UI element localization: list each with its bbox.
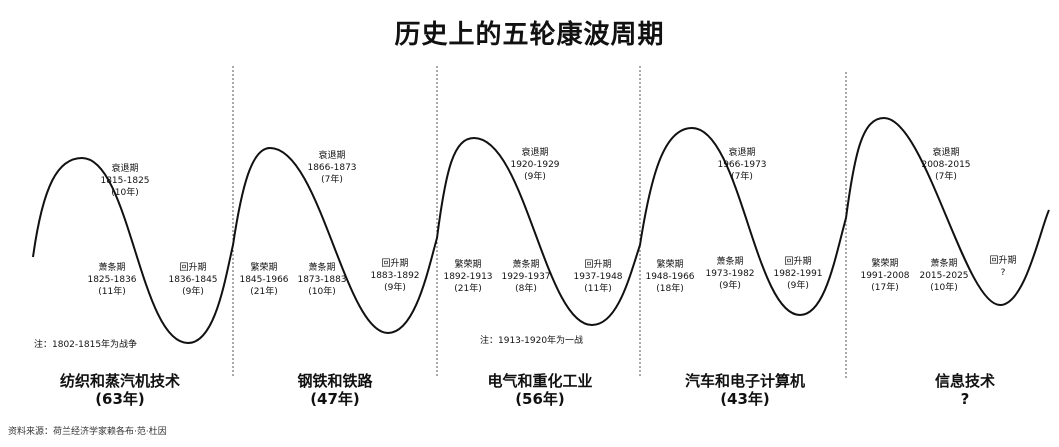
phase-length: (11年)	[584, 284, 612, 294]
phase-length: (17年)	[871, 283, 899, 293]
cycle-duration: (43年)	[720, 390, 770, 408]
phase-length: (11年)	[98, 287, 126, 297]
phase-length: (9年)	[182, 287, 204, 297]
phase-name: 回升期	[381, 259, 409, 269]
phase-name: 衰退期	[932, 148, 960, 158]
phase-label-prosperity: 繁荣期 1845-1966 (21年)	[234, 262, 294, 298]
phase-years: 1937-1948	[573, 272, 623, 282]
phase-name: 萧条期	[98, 263, 126, 273]
phase-length: (9年)	[524, 172, 546, 182]
phase-name: 繁荣期	[250, 263, 278, 273]
phase-length: (9年)	[719, 281, 741, 291]
phase-label-depression: 萧条期 2015-2025 (10年)	[912, 258, 976, 294]
phase-length: (21年)	[454, 284, 482, 294]
phase-label-recession: 衰退期 2008-2015 (7年)	[906, 147, 986, 183]
phase-label-prosperity: 繁荣期 1948-1966 (18年)	[640, 259, 700, 295]
phase-label-prosperity: 繁荣期 1892-1913 (21年)	[437, 259, 499, 295]
phase-name: 繁荣期	[454, 260, 482, 270]
cycle-duration: (47年)	[310, 390, 360, 408]
phase-years: 1991-2008	[860, 271, 910, 281]
phase-name: 回升期	[179, 263, 207, 273]
phase-years: 1866-1873	[307, 163, 357, 173]
phase-length: (9年)	[787, 281, 809, 291]
phase-label-depression: 萧条期 1973-1982 (9年)	[698, 256, 762, 292]
phase-years: 1920-1929	[510, 160, 560, 170]
technology-label: 电气和重化工业 (56年)	[450, 372, 630, 408]
phase-name: 衰退期	[521, 148, 549, 158]
phase-years: 1883-1892	[370, 271, 420, 281]
phase-length: (9年)	[384, 283, 406, 293]
phase-length: (10年)	[308, 287, 336, 297]
phase-length: (10年)	[111, 188, 139, 198]
phase-years: 2015-2025	[919, 271, 969, 281]
phase-name: 衰退期	[728, 148, 756, 158]
phase-name: 萧条期	[716, 257, 744, 267]
phase-name: 繁荣期	[871, 259, 899, 269]
source-note: 资料来源：荷兰经济学家赖各布·范·杜因	[8, 427, 167, 437]
cycle-dividers	[232, 66, 847, 378]
war-note: 注：1802-1815年为战争	[34, 340, 138, 350]
phase-label-recovery: 回升期 1883-1892 (9年)	[360, 258, 430, 294]
phase-length: ?	[1000, 268, 1006, 278]
phase-years: 1873-1883	[297, 275, 347, 285]
phase-length: (18年)	[656, 284, 684, 294]
phase-name: 回升期	[989, 256, 1017, 266]
phase-years: 1929-1937	[501, 272, 551, 282]
phase-label-recovery: 回升期 1937-1948 (11年)	[563, 259, 633, 295]
phase-label-recovery: 回升期 ?	[978, 255, 1028, 279]
technology-label: 信息技术 ?	[885, 372, 1045, 408]
page-title: 历史上的五轮康波周期	[394, 20, 665, 50]
technology-label: 纺织和蒸汽机技术 (63年)	[30, 372, 210, 408]
cycle-duration: (56年)	[515, 390, 565, 408]
phase-years: 1966-1973	[717, 160, 767, 170]
phase-years: 1845-1966	[239, 275, 289, 285]
phase-label-recovery: 回升期 1982-1991 (9年)	[763, 256, 833, 292]
technology-name: 纺织和蒸汽机技术	[59, 372, 180, 390]
cycle-duration: ?	[960, 390, 970, 408]
phase-length: (7年)	[321, 175, 343, 185]
phase-label-recession: 衰退期 1815-1825 (10年)	[85, 163, 165, 199]
phase-name: 回升期	[784, 257, 812, 267]
phase-years: 1948-1966	[645, 272, 695, 282]
phase-name: 回升期	[584, 260, 612, 270]
phase-name: 萧条期	[930, 259, 958, 269]
long-wave-curve	[32, 116, 1050, 345]
phase-name: 衰退期	[318, 151, 346, 161]
phase-years: 1982-1991	[773, 269, 823, 279]
phase-label-depression: 萧条期 1873-1883 (10年)	[292, 262, 352, 298]
war-note: 注：1913-1920年为一战	[480, 336, 584, 346]
phase-years: 1973-1982	[705, 269, 755, 279]
phase-label-depression: 萧条期 1825-1836 (11年)	[72, 262, 152, 298]
phase-name: 萧条期	[308, 263, 336, 273]
technology-name: 汽车和电子计算机	[684, 372, 805, 390]
phase-label-prosperity: 繁荣期 1991-2008 (17年)	[853, 258, 917, 294]
phase-years: 1836-1845	[168, 275, 218, 285]
technology-name: 信息技术	[934, 372, 995, 390]
technology-name: 钢铁和铁路	[297, 372, 373, 390]
phase-length: (7年)	[731, 172, 753, 182]
phase-name: 萧条期	[512, 260, 540, 270]
phase-years: 2008-2015	[921, 160, 971, 170]
phase-name: 繁荣期	[656, 260, 684, 270]
technology-label: 汽车和电子计算机 (43年)	[655, 372, 835, 408]
phase-length: (21年)	[250, 287, 278, 297]
phase-years: 1815-1825	[100, 176, 150, 186]
phase-label-recession: 衰退期 1966-1973 (7年)	[702, 147, 782, 183]
cycle-duration: (63年)	[95, 390, 145, 408]
phase-years: 1892-1913	[443, 272, 493, 282]
phase-label-recession: 衰退期 1866-1873 (7年)	[292, 150, 372, 186]
phase-label-recession: 衰退期 1920-1929 (9年)	[495, 147, 575, 183]
phase-name: 衰退期	[111, 164, 139, 174]
phase-length: (10年)	[930, 283, 958, 293]
phase-length: (8年)	[515, 284, 537, 294]
technology-label: 钢铁和铁路 (47年)	[250, 372, 420, 408]
phase-label-recovery: 回升期 1836-1845 (9年)	[155, 262, 231, 298]
phase-years: 1825-1836	[87, 275, 137, 285]
technology-name: 电气和重化工业	[487, 372, 593, 390]
phase-length: (7年)	[935, 172, 957, 182]
phase-label-depression: 萧条期 1929-1937 (8年)	[494, 259, 558, 295]
